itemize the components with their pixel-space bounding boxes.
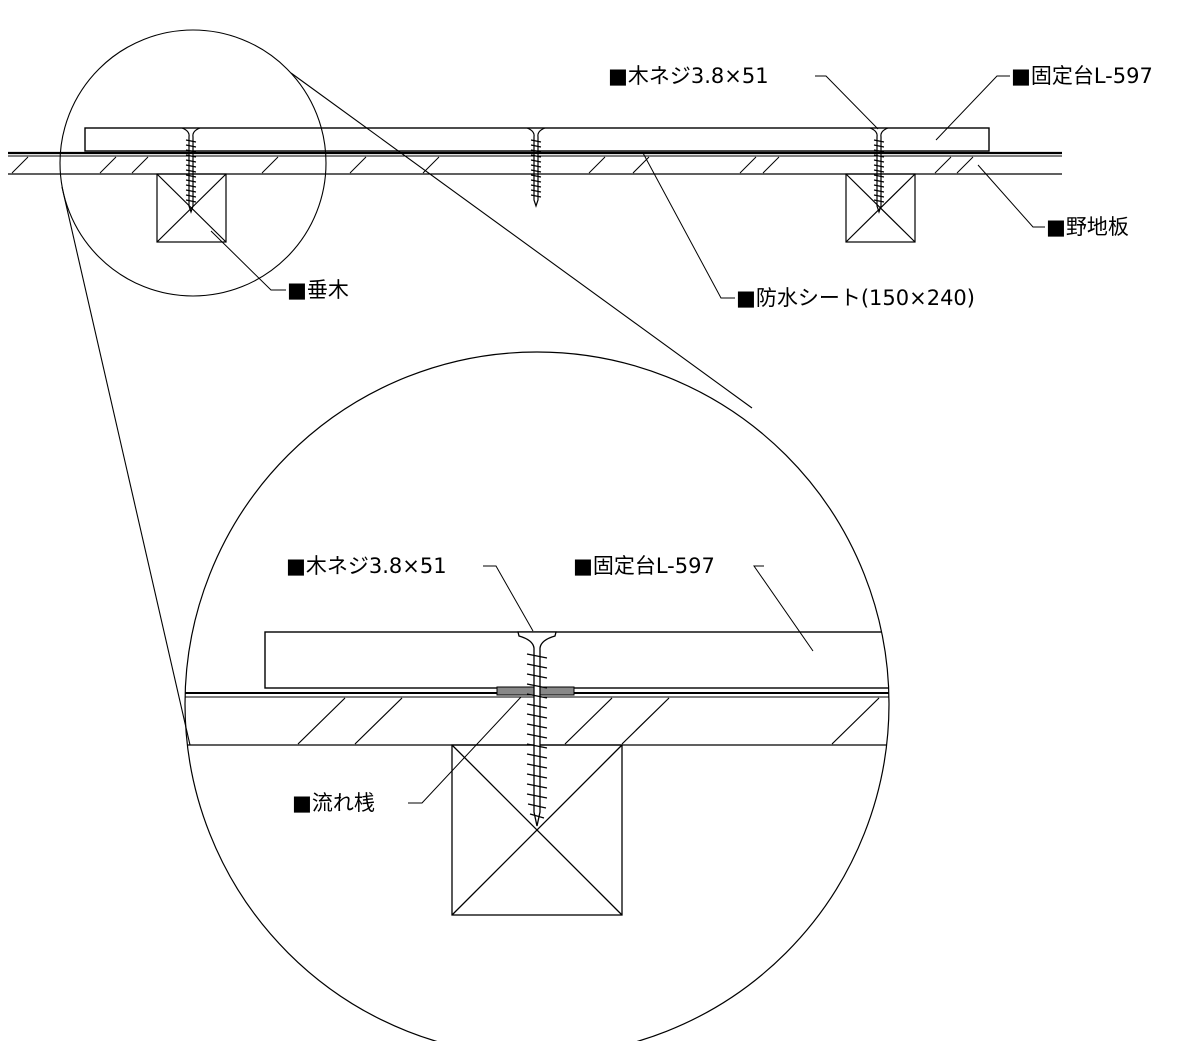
top-section-view [8, 127, 1062, 243]
leader-top-rafter [210, 230, 286, 291]
label-top-sheathing: ■野地板 [1046, 215, 1129, 239]
label-top-waterproof: ■防水シート(150×240) [736, 286, 975, 310]
label-top-screw: ■木ネジ3.8×51 [608, 64, 769, 88]
top-screw-1 [181, 127, 201, 214]
detail-screw [517, 631, 557, 827]
leader-top-mount [935, 75, 1010, 141]
label-top-mount: ■固定台L-597 [1011, 64, 1153, 88]
top-screw-3 [869, 127, 889, 214]
magnifier-callout [59, 29, 753, 746]
label-detail-batten: ■流れ桟 [292, 791, 375, 815]
top-rafter-left [156, 173, 227, 243]
detail-sheathing-hatch [297, 697, 880, 745]
detail-mount-board [264, 631, 889, 689]
top-sheathing-hatch [11, 156, 974, 174]
leader-detail-mount [753, 565, 814, 652]
label-detail-mount: ■固定台L-597 [573, 554, 715, 578]
label-top-rafter: ■垂木 [287, 278, 349, 302]
magnifier-small-circle [59, 29, 327, 297]
leader-detail-batten [408, 696, 522, 804]
leader-top-waterproof [642, 152, 735, 299]
label-detail-screw: ■木ネジ3.8×51 [286, 554, 447, 578]
magnifier-tangent-lower [61, 186, 191, 746]
magnifier-tangent-upper [290, 72, 753, 409]
leader-top-screw [815, 75, 879, 130]
detail-circle [184, 351, 890, 1041]
detail-view [185, 631, 889, 916]
leader-top-sheathing [977, 164, 1045, 228]
top-mount-board [84, 127, 990, 152]
leader-detail-screw [483, 565, 534, 632]
leader-lines [210, 75, 1045, 804]
top-screw-2 [526, 127, 546, 208]
